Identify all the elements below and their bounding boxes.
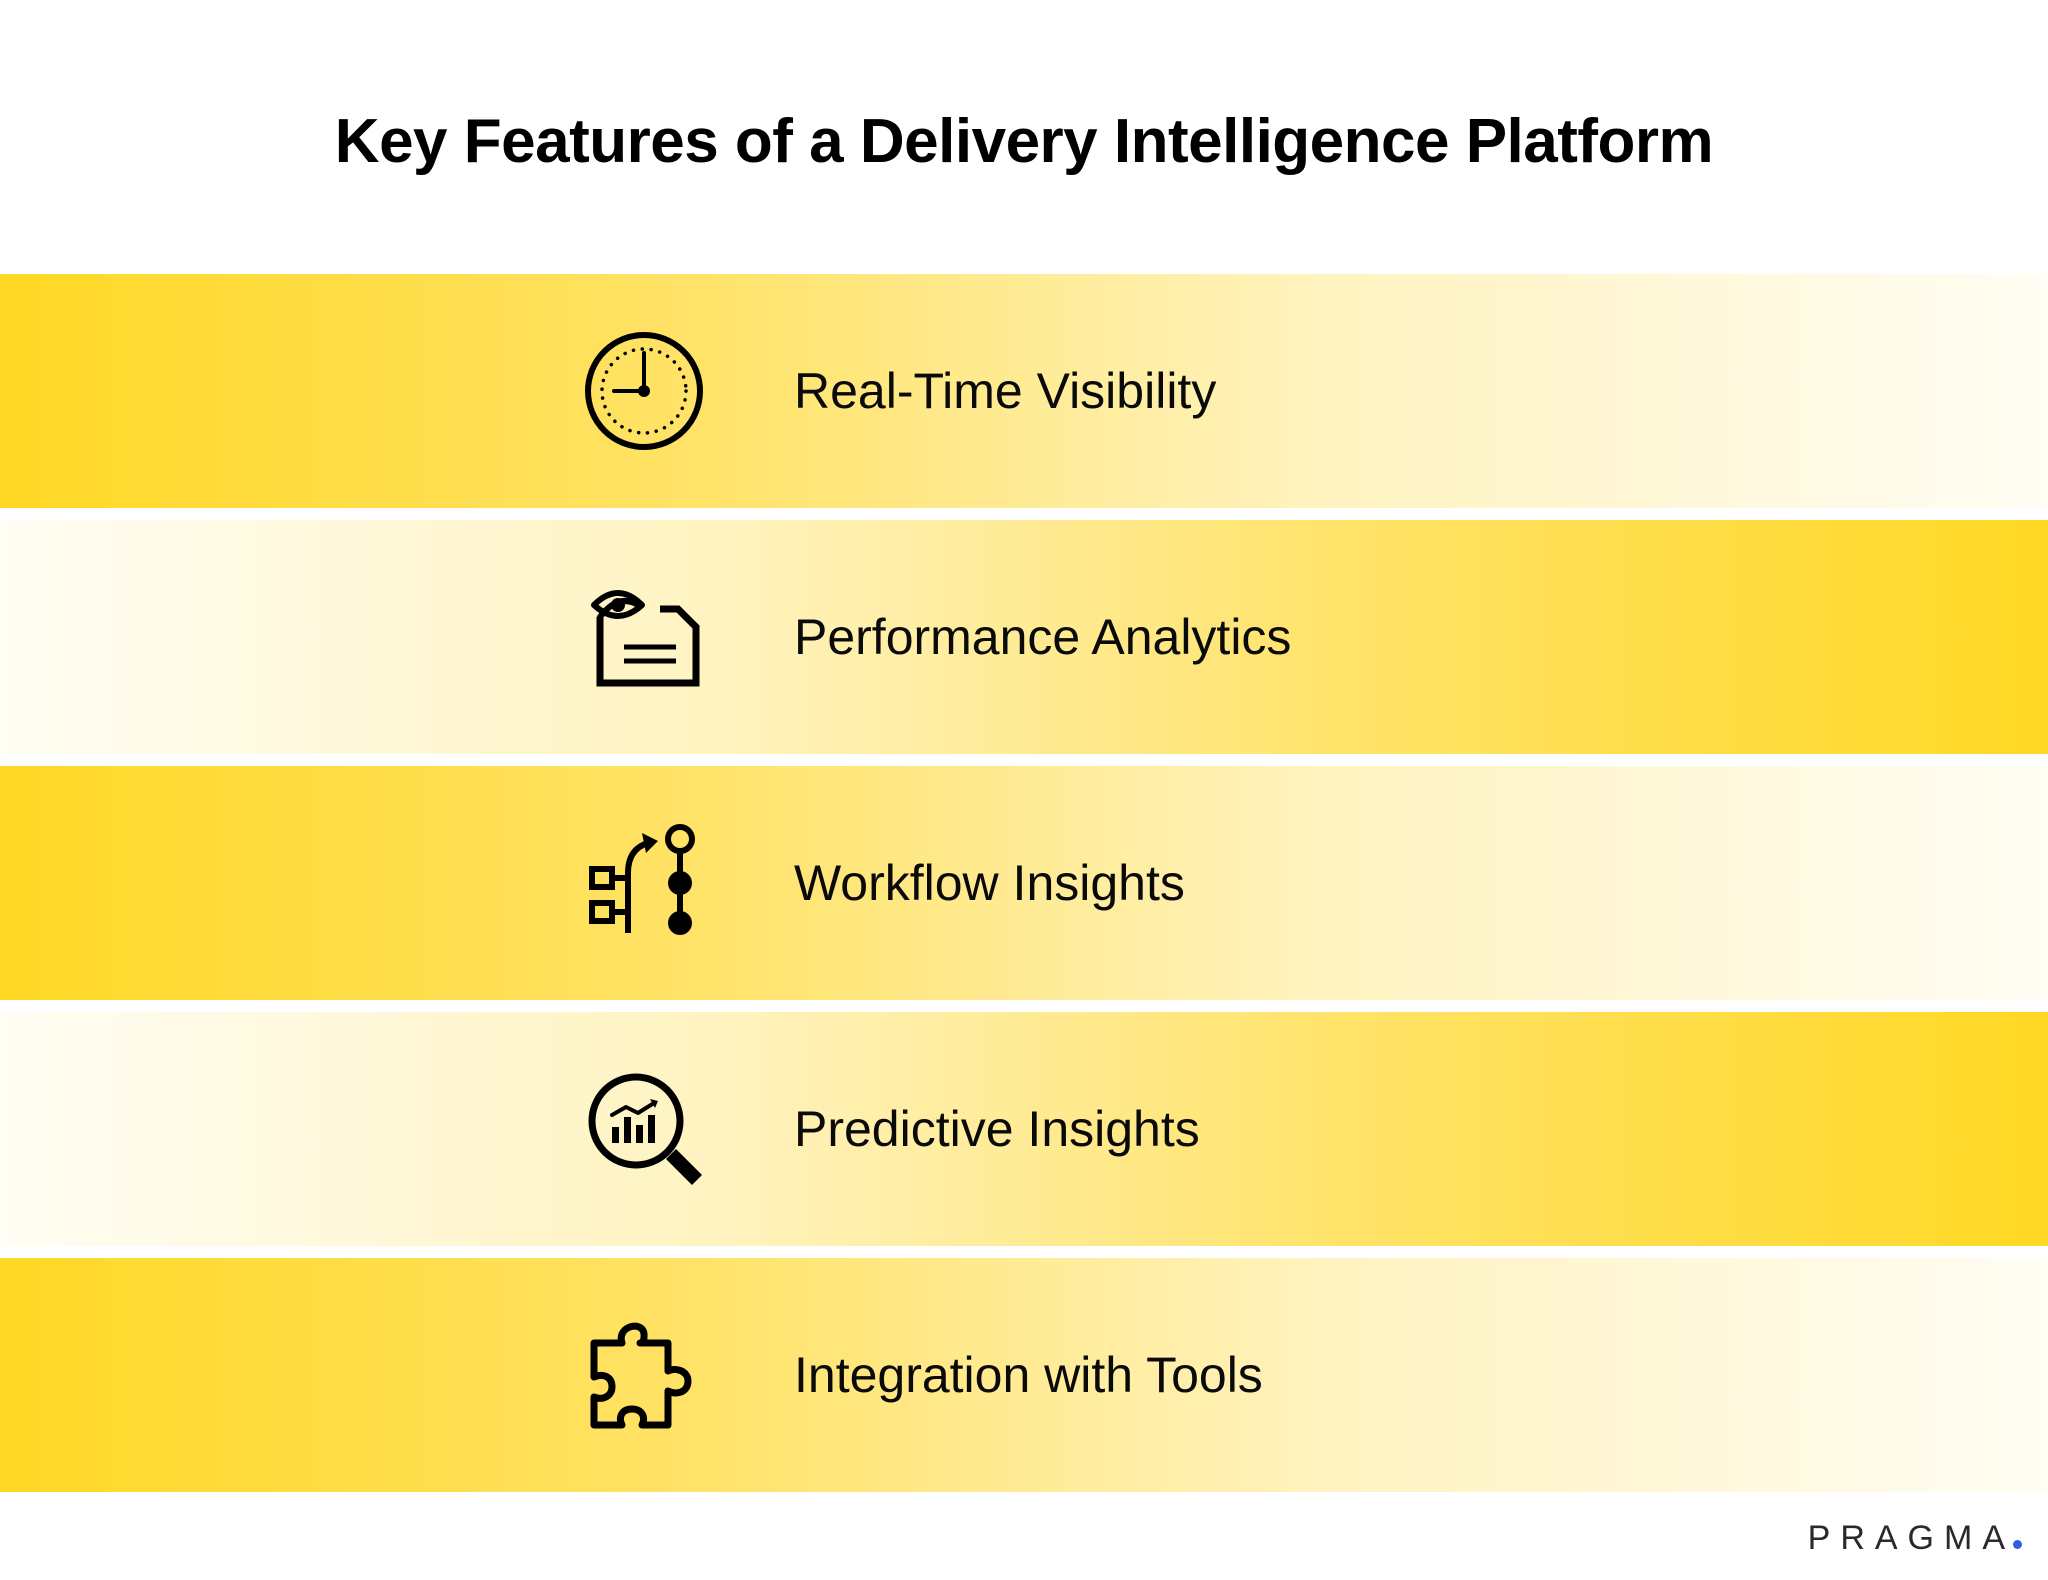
feature-row-workflow-insights: Workflow Insights	[0, 766, 2048, 1000]
clock-icon	[584, 331, 704, 451]
brand-logo: PRAGMA	[1808, 1519, 2022, 1558]
feature-row-real-time-visibility: Real-Time Visibility	[0, 274, 2048, 508]
feature-label: Predictive Insights	[794, 1101, 1200, 1157]
feature-label: Real-Time Visibility	[794, 363, 1217, 419]
feature-label: Workflow Insights	[794, 855, 1185, 911]
document-eye-icon	[584, 577, 704, 697]
brand-dot-icon	[2013, 1540, 2022, 1549]
brand-name: PRAGMA	[1807, 1519, 2015, 1557]
feature-label: Integration with Tools	[794, 1347, 1263, 1403]
feature-row-performance-analytics: Performance Analytics	[0, 520, 2048, 754]
puzzle-piece-icon	[584, 1315, 704, 1435]
feature-row-predictive-insights: Predictive Insights	[0, 1012, 2048, 1246]
feature-label: Performance Analytics	[794, 609, 1292, 665]
magnifier-chart-icon	[584, 1069, 704, 1189]
feature-row-integration-with-tools: Integration with Tools	[0, 1258, 2048, 1492]
page-title: Key Features of a Delivery Intelligence …	[334, 107, 1714, 176]
workflow-icon	[584, 823, 704, 943]
features-list: Real-Time Visibility Performance Analyti…	[0, 274, 2048, 1504]
